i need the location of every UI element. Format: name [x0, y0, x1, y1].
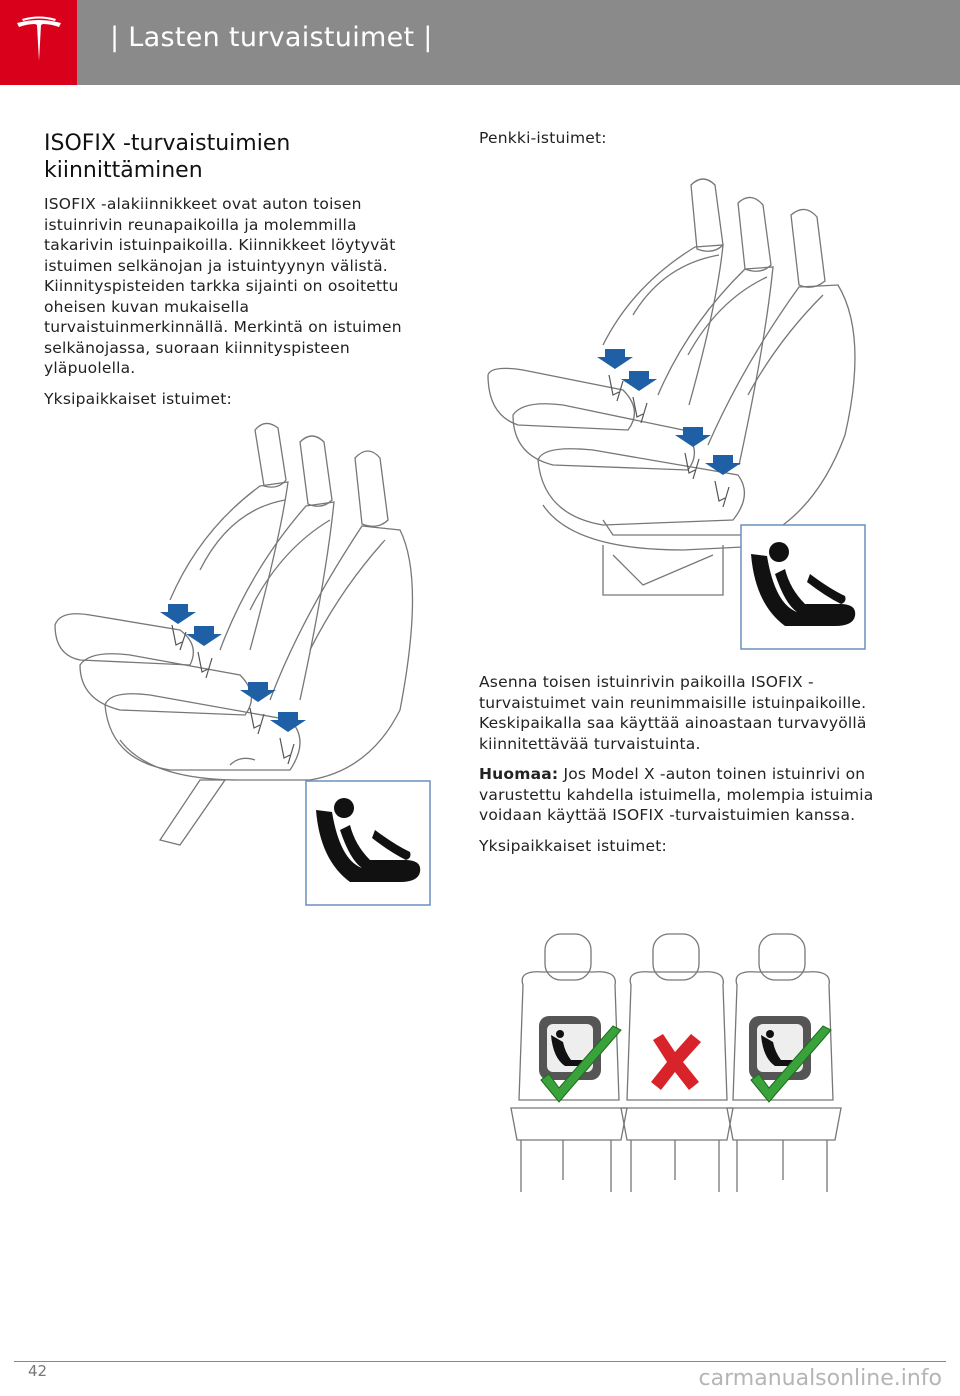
child-seat-icon [316, 798, 421, 882]
child-seat-icon [751, 542, 856, 626]
watermark: carmanualsonline.info [698, 1366, 942, 1391]
page-header: | Lasten turvaistuimet | [0, 0, 960, 85]
single-seats-label: Yksipaikkaiset istuimet: [44, 389, 232, 408]
isofix-allowed-left-icon [539, 1016, 622, 1103]
single-seats-label-right: Yksipaikkaiset istuimet: [479, 836, 667, 855]
section-heading: ISOFIX -turvaistuimien kiinnittäminen [44, 131, 291, 183]
right-column: Penkki-istuimet: [479, 128, 879, 149]
install-paragraph: Asenna toisen istuinrivin paikoilla ISOF… [479, 673, 867, 753]
isofix-allowed-right-icon [749, 1016, 832, 1103]
page-number: 42 [28, 1362, 48, 1380]
bench-seats-label: Penkki-istuimet: [479, 129, 607, 147]
note-text: Jos Model X -auton toinen istuinrivi on … [479, 765, 874, 824]
footer-divider [14, 1361, 946, 1362]
tesla-logo [0, 0, 77, 85]
three-seats-front-illustration [510, 933, 842, 1192]
bench-seats-illustration [487, 178, 866, 650]
intro-paragraph: ISOFIX -alakiinnikkeet ovat auton toisen… [44, 195, 402, 377]
tesla-logo-icon [17, 16, 61, 61]
section-title: | Lasten turvaistuimet | [110, 22, 433, 53]
isofix-not-allowed-center-icon [651, 1034, 701, 1090]
single-seats-illustration [54, 422, 431, 906]
right-text-block: Asenna toisen istuinrivin paikoilla ISOF… [479, 672, 879, 856]
note-label: Huomaa: [479, 765, 559, 783]
note-paragraph: Huomaa: Jos Model X -auton toinen istuin… [479, 764, 879, 826]
left-column: ISOFIX -turvaistuimien kiinnittäminen IS… [44, 130, 424, 409]
